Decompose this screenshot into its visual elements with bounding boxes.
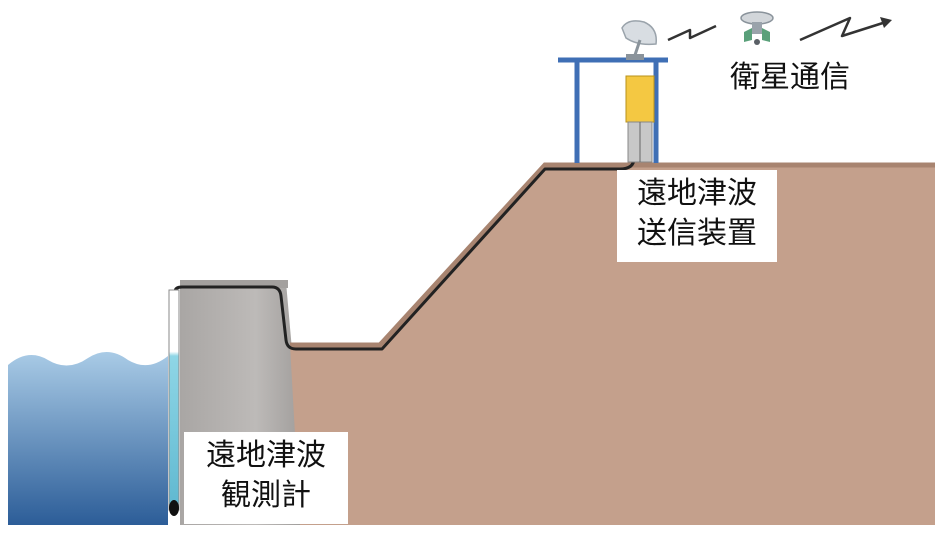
seawall-cap bbox=[180, 280, 288, 288]
transmitter-label: 遠地津波 送信装置 bbox=[617, 170, 777, 262]
signal-arrow-icon bbox=[799, 16, 887, 42]
transmitter-station bbox=[558, 57, 668, 163]
cable bbox=[173, 128, 636, 351]
satellite-dish-icon bbox=[621, 20, 657, 60]
transmitter-label-line2: 送信装置 bbox=[637, 216, 757, 251]
signal-arrow-icon bbox=[667, 24, 717, 42]
sea bbox=[8, 351, 168, 525]
gauge-label-line2: 観測計 bbox=[221, 478, 311, 513]
gauge-label: 遠地津波 観測計 bbox=[184, 432, 348, 524]
transmitter-label-line1: 遠地津波 bbox=[637, 176, 757, 211]
satellite-communication-label: 衛星通信 bbox=[730, 60, 850, 95]
arrowhead bbox=[880, 17, 892, 28]
satellite-icon bbox=[740, 11, 774, 45]
gauge-label-line1: 遠地津波 bbox=[206, 438, 326, 473]
hillside-edge bbox=[290, 162, 935, 348]
gauge-sensor bbox=[169, 500, 179, 516]
gauge-tube bbox=[168, 289, 180, 511]
